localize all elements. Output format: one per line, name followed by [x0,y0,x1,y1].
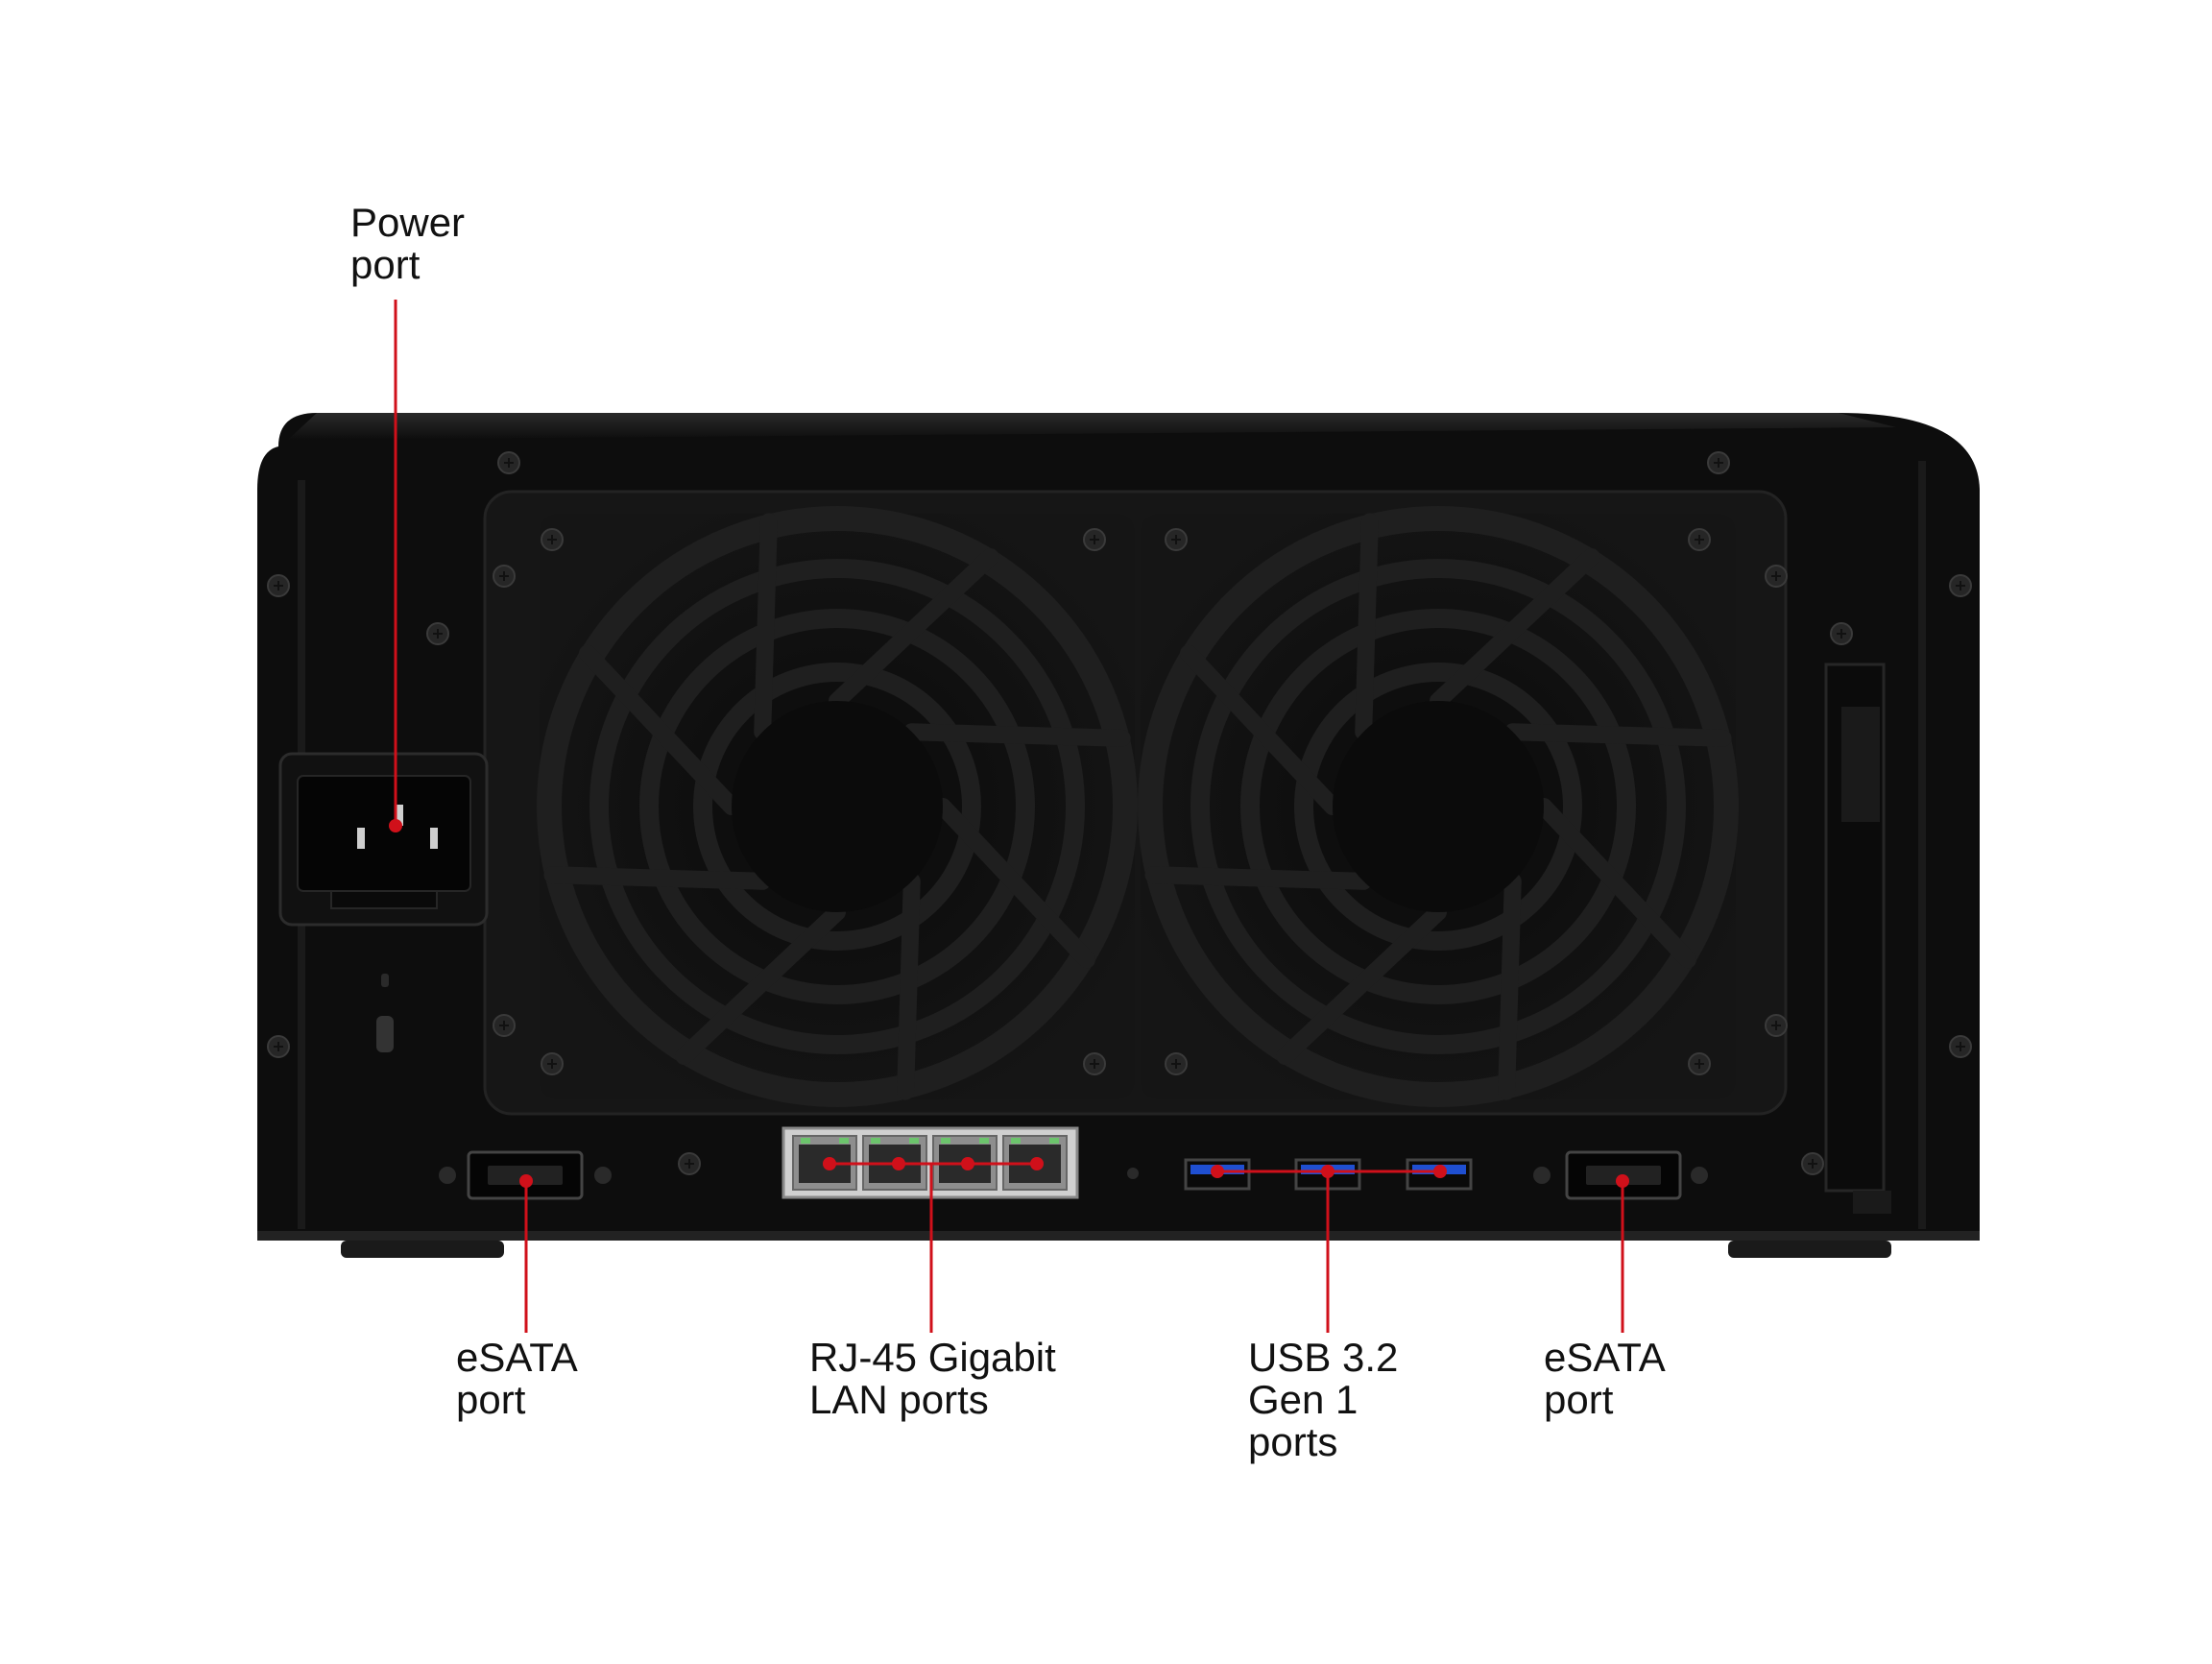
callout-lan-line2: LAN ports [809,1377,989,1422]
callout-usb-line2: Gen 1 [1248,1377,1358,1422]
callout-esata-left-line1: eSATA [456,1335,578,1380]
chassis-bottom-edge [257,1231,1980,1241]
side-bracket [1824,663,1891,1214]
callout-dot [389,819,402,832]
fan-grille-ring [1138,506,1739,1107]
callout-dot [823,1157,836,1170]
screw-icon [1083,528,1106,551]
callout-power-port: Power port [350,202,465,286]
fan-grille-spoke [1144,866,1373,890]
fan-grille-ring [639,609,1035,1004]
screw-icon [426,622,449,645]
fan-grille-spoke [1276,904,1447,1066]
callout-power-line1: Power [350,200,466,245]
screw-icon [267,1035,290,1058]
callout-usb-line3: ports [1248,1419,1338,1464]
fan-grille-spoke [1179,644,1341,815]
callout-lan-line1: RJ-45 Gigabit [809,1335,1056,1380]
rj45-led [909,1138,919,1144]
callout-usb-line1: USB 3.2 [1248,1335,1399,1380]
rj45-led [941,1138,950,1144]
callout-esata-right-line1: eSATA [1544,1335,1666,1380]
screw-icon [1083,1052,1106,1075]
fan-hub [1333,701,1544,912]
rj45-led [871,1138,880,1144]
callout-esata-right-line2: port [1544,1377,1614,1422]
screw-icon [541,528,564,551]
screw-icon [493,1014,516,1037]
screw-icon [1707,451,1730,474]
rj45-led [979,1138,989,1144]
callout-usb-ports: USB 3.2 Gen 1 ports [1248,1337,1398,1463]
callout-lines [389,300,1629,1333]
fan-grille-spoke [1535,798,1697,969]
rj45-led [1049,1138,1059,1144]
fan-grille-spoke [897,872,921,1100]
fan-grille-spoke [829,547,999,710]
screw-icon [678,1152,701,1175]
chassis-top-edge [288,413,1896,440]
screw-icon [1801,1152,1824,1175]
callout-dot [1030,1157,1044,1170]
callout-power-line2: port [350,242,421,287]
callout-dot [519,1174,533,1188]
fan-grille-spoke [1503,723,1732,747]
callout-dot [1433,1165,1447,1178]
fan-grille-ring [589,559,1085,1054]
screw-icon [1165,1052,1188,1075]
fan-grille-spoke [1355,513,1379,741]
side-frame-right [1918,461,1926,1229]
screw-icon [1688,528,1711,551]
callout-dot [961,1157,974,1170]
callout-esata-port-right: eSATA port [1544,1337,1666,1421]
rj45-led [839,1138,849,1144]
cooling-fan-icon [537,506,1138,1107]
fan-grille-spoke [578,644,740,815]
fan-grille-spoke [675,904,846,1066]
fan-grille-spoke [754,513,778,741]
callout-lan-ports: RJ-45 Gigabit LAN ports [809,1337,1056,1421]
callout-esata-left-line2: port [456,1377,526,1422]
screw-icon [1688,1052,1711,1075]
callout-dot [1616,1174,1629,1188]
fan-grille-spoke [1430,547,1600,710]
callout-dot [892,1157,905,1170]
fan-grille-spoke [902,723,1131,747]
screw-icon [1165,528,1188,551]
foot-left [341,1241,504,1258]
fan-grille-spoke [1498,872,1522,1100]
screw-icon [1949,574,1972,597]
screws-group [267,451,1972,1175]
screw-icon [1830,622,1853,645]
screw-icon [1765,565,1788,588]
fan-grille-ring [1294,663,1582,951]
fan-grille-spoke [543,866,772,890]
rj45-led [1011,1138,1021,1144]
screw-icon [1949,1035,1972,1058]
screw-icon [493,565,516,588]
fan-grille-ring [1190,559,1686,1054]
screw-icon [497,451,520,474]
screw-icon [1765,1014,1788,1037]
foot-right [1728,1241,1891,1258]
cooling-fan-icon [1138,506,1739,1107]
callout-esata-port-left: eSATA port [456,1337,578,1421]
screw-icon [267,574,290,597]
fan-grille-spoke [934,798,1096,969]
rj45-led [801,1138,810,1144]
screw-icon [541,1052,564,1075]
callout-dot [1211,1165,1224,1178]
fan-grille-ring [693,663,981,951]
fans-group [537,506,1739,1107]
fan-hub [732,701,943,912]
fan-grille-ring [1240,609,1636,1004]
power-inlet [278,752,489,927]
kensington-lock-slot [376,974,394,1052]
reset-button [1127,1168,1139,1179]
fan-grille-ring [537,506,1138,1107]
